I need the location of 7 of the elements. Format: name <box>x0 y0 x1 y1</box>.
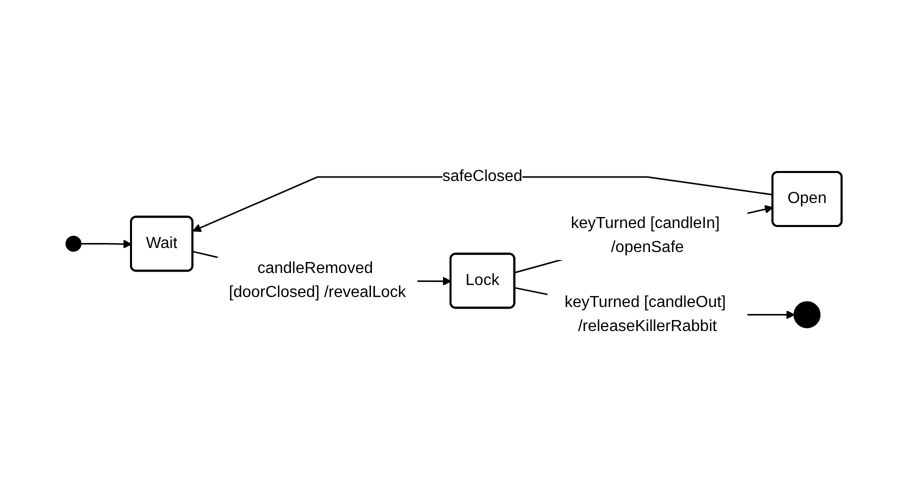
edge-label: safeClosed <box>442 168 523 186</box>
arrow <box>81 240 132 249</box>
node-circle <box>66 236 82 252</box>
edge-label: keyTurned [candleOut] /releaseKillerRabbit <box>564 294 726 335</box>
edge-label: candleRemoved [doorClosed] /revealLock <box>229 260 406 301</box>
node-circle <box>794 301 821 328</box>
edge-label: keyTurned [candleIn] /openSafe <box>571 215 720 256</box>
